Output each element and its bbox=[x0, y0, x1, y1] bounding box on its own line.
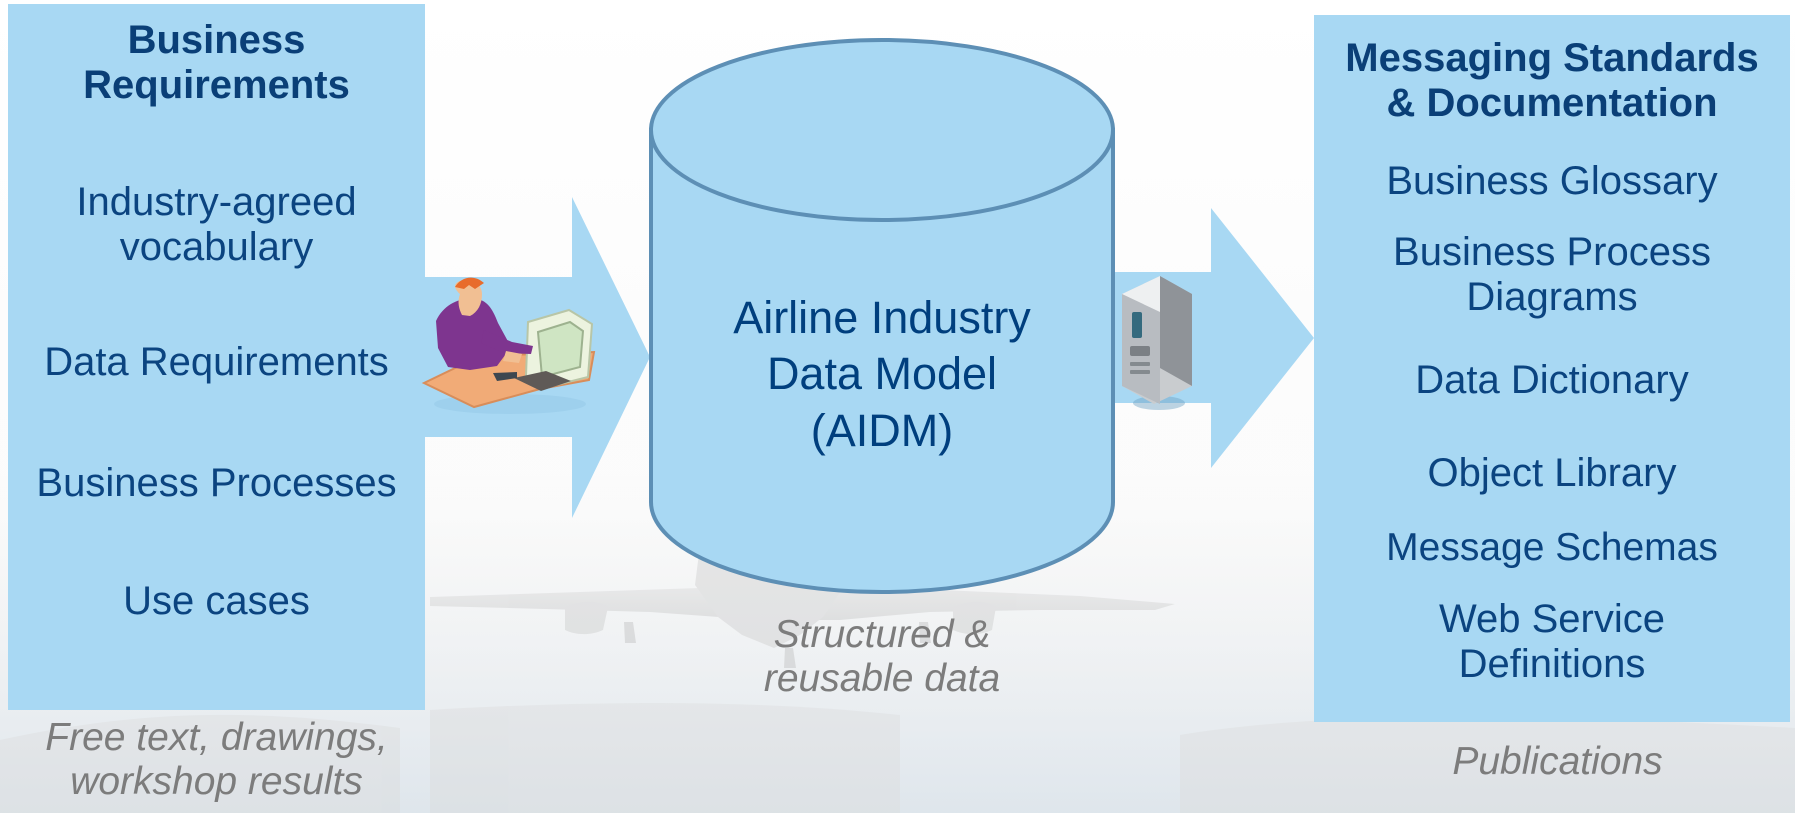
data-dictionary-label: Data Dictionary bbox=[1415, 358, 1689, 402]
aidm-label: Airline Industry Data Model (AIDM) bbox=[733, 292, 1031, 456]
free-text-caption: Free text, drawings, workshop results bbox=[45, 716, 388, 803]
business-requirements-panel bbox=[8, 4, 425, 710]
messaging-standards-heading: Messaging Standards & Documentation bbox=[1345, 36, 1759, 125]
publications-caption: Publications bbox=[1452, 740, 1663, 783]
server-icon bbox=[1122, 276, 1192, 410]
business-requirements-heading: Business Requirements bbox=[83, 18, 350, 107]
message-schemas-label: Message Schemas bbox=[1386, 526, 1718, 569]
object-library-label: Object Library bbox=[1427, 451, 1677, 495]
business-glossary-label: Business Glossary bbox=[1386, 159, 1718, 203]
business-process-diagrams-label: Business Process Diagrams bbox=[1393, 230, 1711, 319]
structured-reusable-data-caption: Structured & reusable data bbox=[763, 613, 1001, 700]
industry-agreed-vocabulary-label: Industry-agreed vocabulary bbox=[76, 180, 357, 269]
left-flow-arrow bbox=[425, 197, 650, 518]
business-processes-label: Business Processes bbox=[36, 461, 397, 505]
use-cases-label: Use cases bbox=[123, 579, 310, 623]
web-service-definitions-label: Web Service Definitions bbox=[1438, 597, 1665, 686]
messaging-standards-panel bbox=[1314, 15, 1790, 722]
data-requirements-label: Data Requirements bbox=[44, 340, 389, 384]
right-flow-arrow bbox=[1112, 208, 1314, 468]
person-at-computer-icon bbox=[421, 277, 596, 414]
